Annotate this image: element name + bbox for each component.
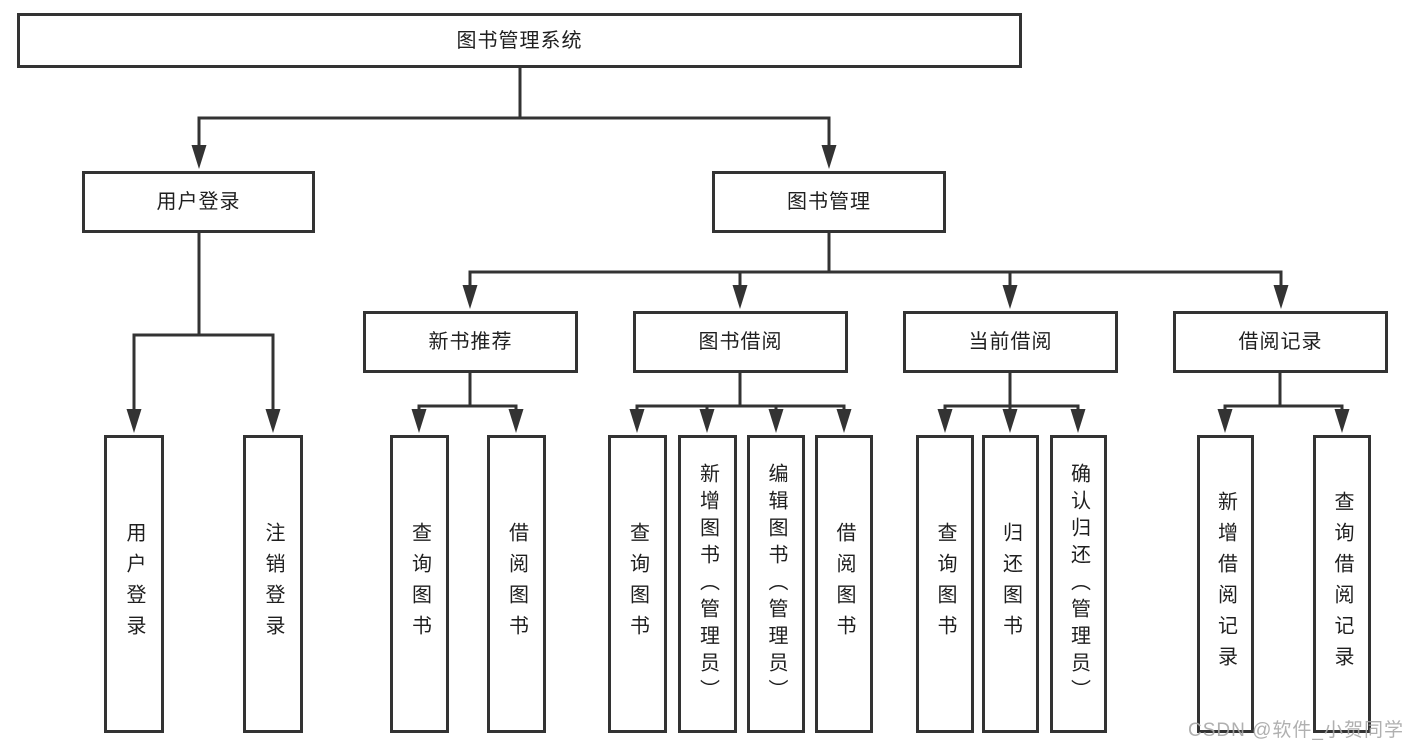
node-label: 查询图书 [934,522,956,646]
node-edit-books-admin: 编辑图书（管理员） [747,435,805,733]
node-label: 归还图书 [999,522,1022,646]
node-label: 图书借阅 [698,331,783,353]
node-library-management-system: 图书管理系统 [17,13,1022,68]
node-label: 用户登录 [156,191,241,213]
node-book-borrowing: 图书借阅 [633,311,848,373]
node-add-borrow-record: 新增借阅记录 [1197,435,1254,733]
node-label: 新增图书（管理员） [696,462,719,706]
node-label: 借阅图书 [505,522,528,646]
node-label: 查询图书 [408,522,431,646]
node-label: 借阅图书 [833,522,855,646]
node-label: 编辑图书（管理员） [765,462,787,706]
node-query-books-current: 查询图书 [916,435,974,733]
node-confirm-return-admin: 确认归还（管理员） [1050,435,1107,733]
node-borrowing-records: 借阅记录 [1173,311,1388,373]
node-label: 用户登录 [123,522,145,646]
node-label: 确认归还（管理员） [1067,462,1090,706]
node-borrow-books-borrowing: 借阅图书 [815,435,873,733]
node-label: 注销登录 [262,522,284,646]
node-label: 图书管理系统 [456,29,583,52]
node-query-books-recommend: 查询图书 [390,435,449,733]
node-query-books-borrowing: 查询图书 [608,435,667,733]
node-label: 新书推荐 [428,331,513,353]
node-return-books: 归还图书 [982,435,1039,733]
node-logout-action: 注销登录 [243,435,303,733]
node-borrow-books-recommend: 借阅图书 [487,435,546,733]
node-label: 当前借阅 [968,331,1053,353]
node-query-borrow-record: 查询借阅记录 [1313,435,1371,733]
node-label: 查询图书 [626,522,649,646]
csdn-watermark: CSDN @软件_小贺同学 [1188,720,1404,741]
node-label: 借阅记录 [1238,331,1323,353]
node-label: 新增借阅记录 [1214,491,1237,677]
node-current-borrowing: 当前借阅 [903,311,1118,373]
node-label: 图书管理 [787,191,871,213]
node-new-book-recommend: 新书推荐 [363,311,578,373]
node-user-login: 用户登录 [82,171,315,233]
node-add-books-admin: 新增图书（管理员） [678,435,737,733]
node-book-management: 图书管理 [712,171,946,233]
node-label: 查询借阅记录 [1331,491,1353,677]
node-user-login-action: 用户登录 [104,435,164,733]
